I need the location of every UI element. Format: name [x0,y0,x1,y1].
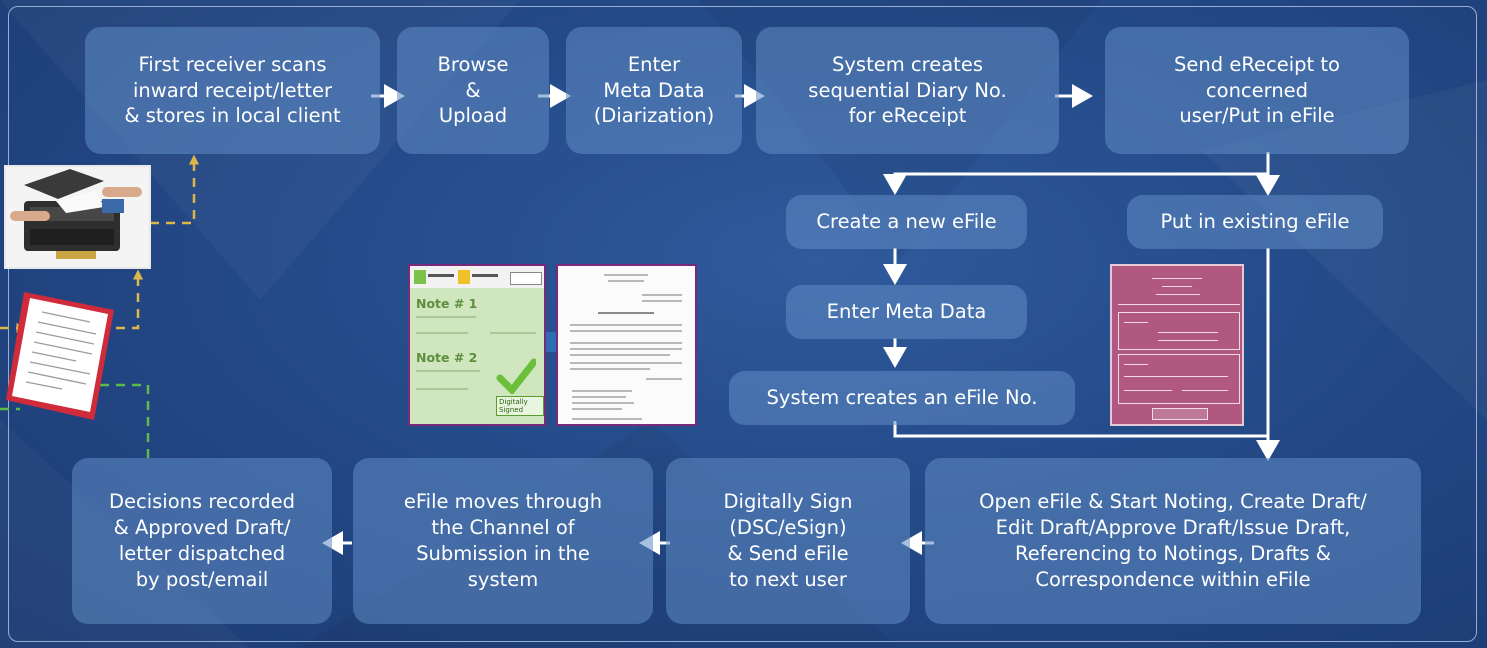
note1-heading: Note # 1 [416,296,478,311]
scanner-photo [4,165,151,269]
step-meta-box: Enter Meta Data (Diarization) [566,27,742,154]
step-scan-text: First receiver scans inward receipt/lett… [124,52,341,128]
step-diary-text: System creates sequential Diary No. for … [808,52,1007,128]
step-efile-no-text: System creates an eFile No. [766,386,1038,410]
step-moves-box: eFile moves through the Channel of Submi… [353,458,653,624]
step-put-existing-box: Put in existing eFile [1127,195,1383,249]
step-browse-text: Browse & Upload [437,52,509,128]
noting-screenshot: Note # 1 Note # 2 Digitally Signed [408,264,546,426]
metadata-form-screenshot [1110,264,1244,426]
step-create-new-box: Create a new eFile [786,195,1027,249]
step-send-text: Send eReceipt to concerned user/Put in e… [1174,52,1340,128]
step-open-efile-box: Open eFile & Start Noting, Create Draft/… [925,458,1421,624]
letter-document-image [6,292,114,420]
step-enter-meta-text: Enter Meta Data [826,300,987,324]
panel-collapse-handle [546,332,556,352]
dashed-scanner-to-scan [150,154,199,225]
step-scan-box: First receiver scans inward receipt/lett… [85,27,380,154]
step-decisions-box: Decisions recorded & Approved Draft/ let… [72,458,332,624]
diagram-frame [8,6,1477,642]
connector-efileno-merge [893,421,1268,438]
digitally-signed-stamp: Digitally Signed [496,396,544,416]
draft-letter-screenshot [556,264,697,426]
step-moves-text: eFile moves through the Channel of Submi… [403,490,603,591]
step-put-existing-text: Put in existing eFile [1160,210,1350,234]
step-sign-box: Digitally Sign (DSC/eSign) & Send eFile … [666,458,910,624]
dashed-decisions-to-paper [89,380,150,458]
step-browse-box: Browse & Upload [397,27,549,154]
step-diary-box: System creates sequential Diary No. for … [756,27,1059,154]
step-sign-text: Digitally Sign (DSC/eSign) & Send eFile … [723,490,853,591]
step-enter-meta-box: Enter Meta Data [786,285,1027,339]
step-efile-no-box: System creates an eFile No. [729,371,1075,425]
step-send-box: Send eReceipt to concerned user/Put in e… [1105,27,1409,154]
step-decisions-text: Decisions recorded & Approved Draft/ let… [108,490,296,591]
step-open-efile-text: Open eFile & Start Noting, Create Draft/… [979,490,1367,591]
dashed-paper-to-scanner [100,269,143,330]
step-meta-text: Enter Meta Data (Diarization) [593,52,715,128]
connector-split-left [883,172,1268,195]
check-icon [496,358,536,394]
note2-heading: Note # 2 [416,350,478,365]
step-create-new-text: Create a new eFile [816,210,997,234]
